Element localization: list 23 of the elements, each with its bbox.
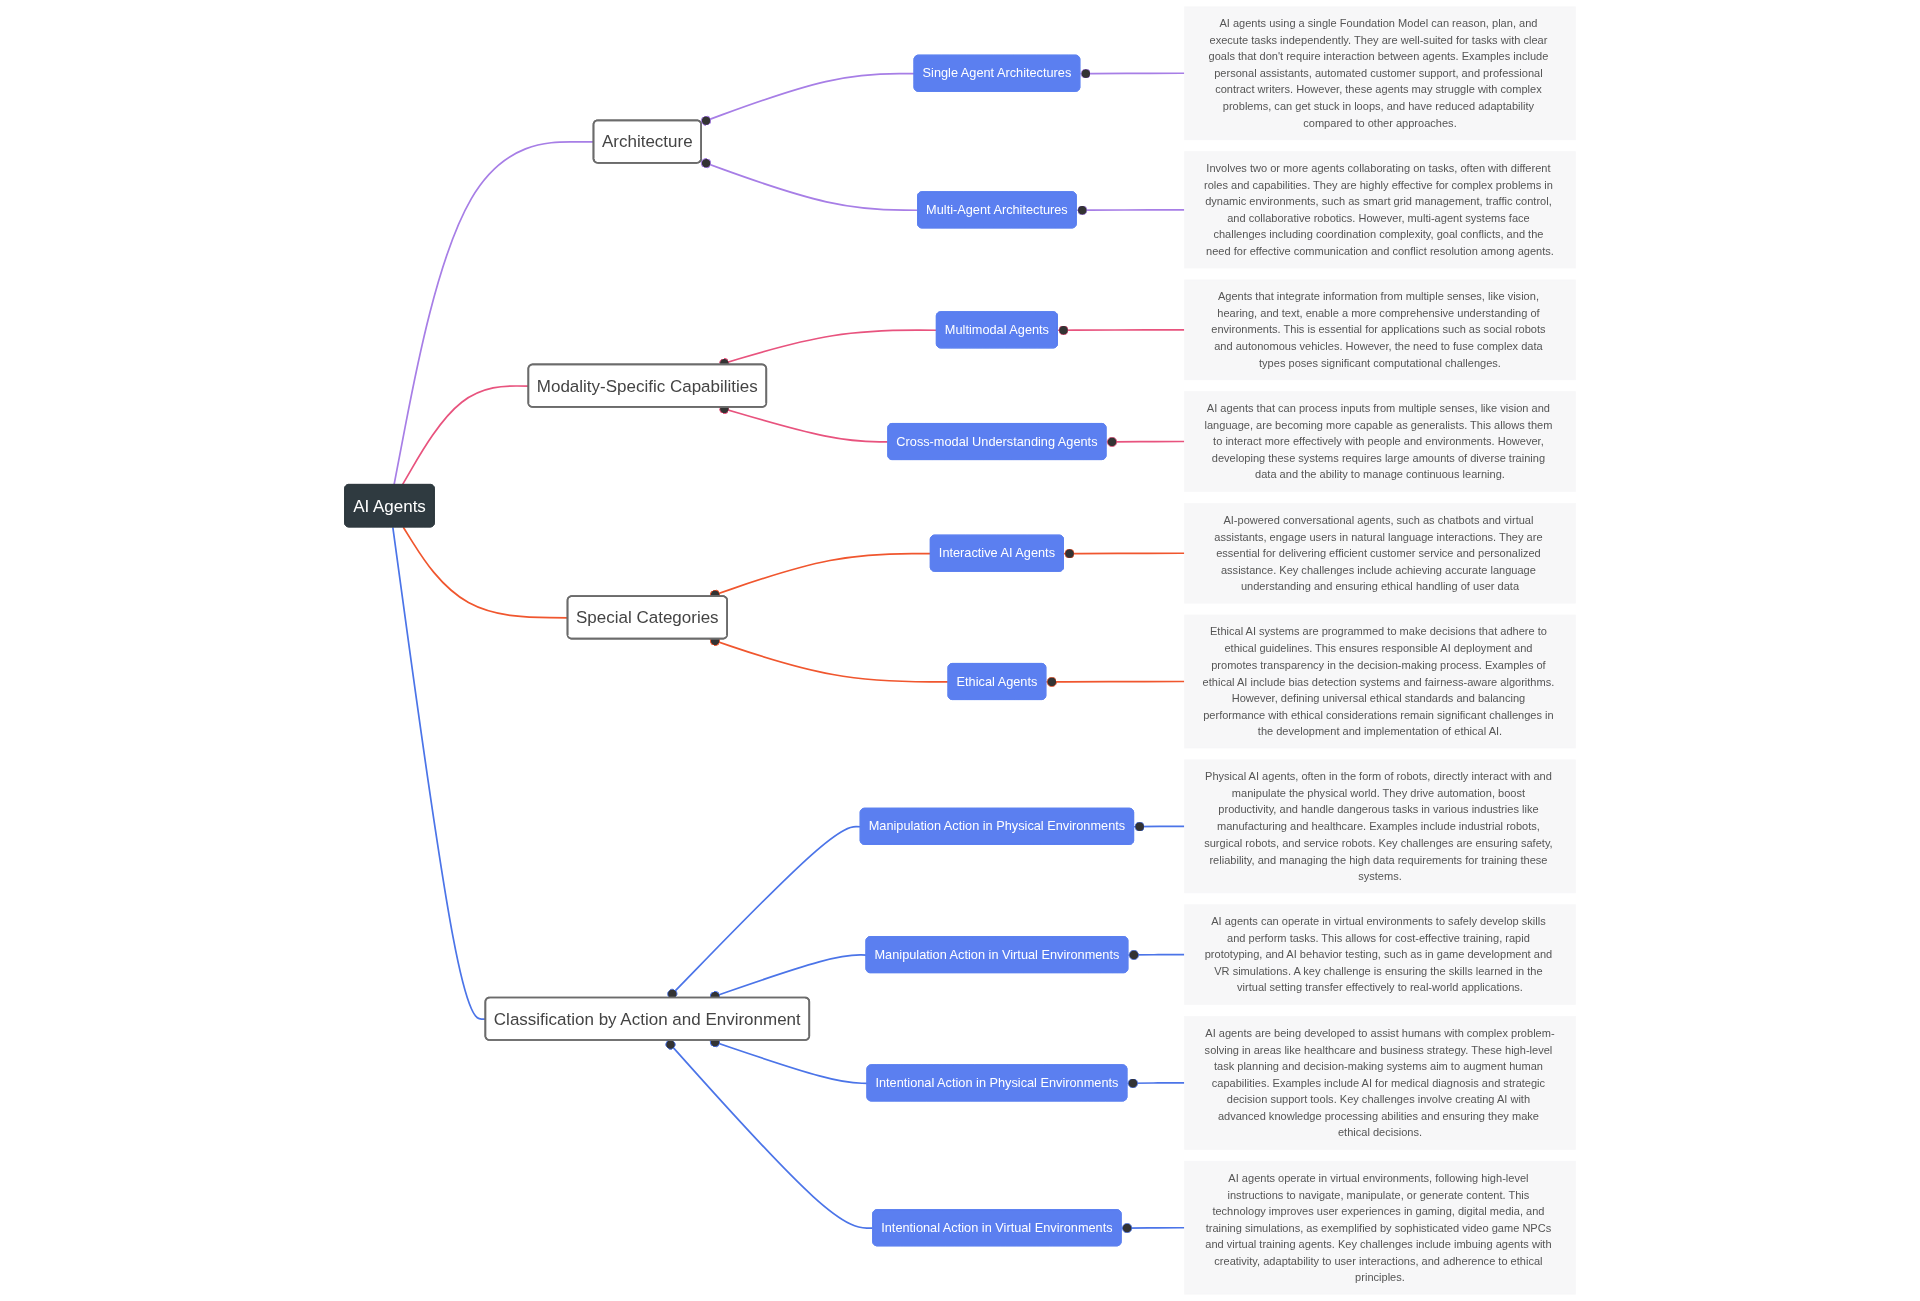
connector xyxy=(1105,436,1186,448)
connector xyxy=(700,72,916,126)
node-box: AI agents using a single Foundation Model can reason, plan, and execute tasks independently. They are well-suited for tasks with clear goals that don't require interaction between agents. Examples include personal assistants, automated customer support, and professional contract writers. However, these agents may struggle with complex problems, can get stuck in loops, and have reduced adaptability compared to other approaches. xyxy=(1184,6,1576,141)
connector xyxy=(1127,949,1186,961)
connector xyxy=(700,158,919,212)
connector xyxy=(1063,548,1186,559)
connector xyxy=(1133,821,1186,832)
node-box: Agents that integrate information from multiple senses, like vision, hearing, and text, enable a more comprehensive understanding of environments. This is essential for applications such as social robots and autonomous vehicles. However, the need to fuse complex data types poses significant computational challenges. xyxy=(1184,279,1576,381)
connector xyxy=(1075,205,1186,216)
connector xyxy=(1126,1078,1186,1089)
connector xyxy=(665,1039,874,1229)
connector xyxy=(1120,1222,1186,1234)
node-box: AI agents are being developed to assist humans with complex problem-solving in areas like healthcare and business strategy. These high-level task planning and decision-making systems aim to augment human capabilities. Examples include AI for medical diagnosis and strategic decision support tools. Key challenges involve creating AI with advanced knowledge processing abilities and ensuring they make ethical decisions. xyxy=(1184,1016,1576,1150)
node-box: AI agents can operate in virtual environments to safely develop skills and perform tasks. This allows for cost-effective training, rapid prototyping, and AI behavior testing, such as in game development and VR simulations. A key challenge is ensuring the skills learned in the virtual setting transfer effectively to real-world applications. xyxy=(1184,904,1576,1005)
node-box: Involves two or more agents collaborating on tasks, often with different roles and capabilities. They are highly effective for complex problems in dynamic environments, such as smart grid management, traffic control, and collaborative robotics. However, multi-agent systems face challenges including coordination complexity, goal conflicts, and the need for effective communication and conflict resolution among agents. xyxy=(1184,151,1576,269)
node-box: AI agents that can process inputs from multiple senses, like vision and language, are becoming more capable as generalists. This allows them to interact more effectively with people and environments. However, developing these systems requires large amounts of diverse training data and the ability to manage continuous learning. xyxy=(1184,391,1576,492)
connector xyxy=(1045,676,1186,688)
node-box: Ethical AI systems are programmed to make decisions that adhere to ethical guidelines. This ensures responsible AI deployment and promotes transparency in the decision-making process. Examples of ethical AI include bias detection systems and fairness-aware algorithms. However, defining universal ethical standards and balancing performance with ethical considerations remain significant challenges in the development and implementation of ethical AI. xyxy=(1184,614,1576,749)
connector xyxy=(1057,325,1186,336)
node-box: Physical AI agents, often in the form of robots, directly interact with and manipulate the physical world. They drive automation, boost productivity, and handle dangerous tasks in various industries like manufacturing and healthcare. Examples include industrial robots, surgical robots, and service robots. Key challenges are ensuring safety, reliability, and managing the high data requirements for training these systems. xyxy=(1184,759,1576,894)
node-box: AI-powered conversational agents, such as chatbots and virtual assistants, engage users in natural language interactions. They are essential for delivering efficient customer service and personalized assistance. Key challenges include achieving accurate language understanding and ensuring ethical handling of user data xyxy=(1184,502,1576,604)
connector xyxy=(1079,68,1186,79)
node-box: AI agents operate in virtual environments, following high-level instructions to navigate, manipulate, or generate content. This technology improves user experiences in gaming, digital media, and training simulations, as exemplified by sophisticated video game NPCs and virtual training agents. Key challenges include imbuing agents with creativity, adaptability to user interactions, and adherence to ethical principles. xyxy=(1184,1160,1576,1295)
